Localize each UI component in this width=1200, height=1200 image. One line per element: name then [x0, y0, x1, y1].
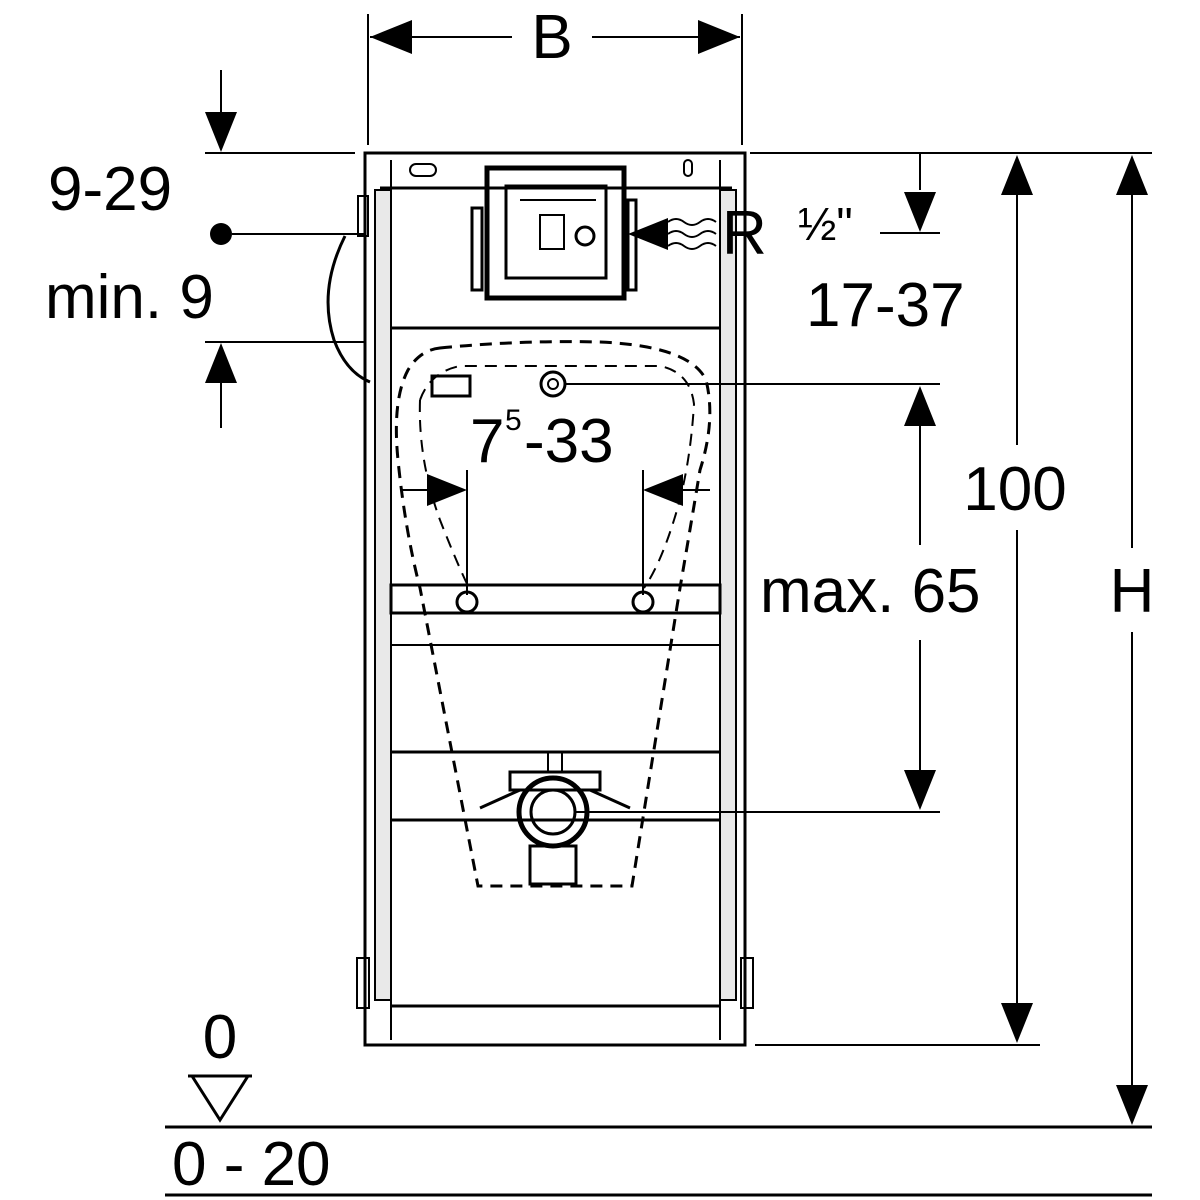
water-wave-1: [667, 218, 717, 226]
drain-max-arrow-top: [904, 386, 936, 426]
drain-max-label: max. 65: [760, 557, 981, 626]
valve-connector: [574, 225, 596, 247]
fixing-bolt-left: [455, 590, 479, 614]
top-slot-right: [683, 159, 693, 177]
drain-bracket: [508, 770, 602, 792]
urinal-inner-dashed: [418, 365, 696, 591]
urinal-side-curve: [326, 235, 371, 384]
frame-outline: [363, 151, 747, 1047]
mount-distance-dimension: 100: [755, 155, 1067, 1046]
width-arrow-left: [370, 20, 412, 54]
drain-assembly: [479, 751, 940, 886]
supply-box-left-tab: [470, 206, 484, 292]
left-rail: [374, 189, 392, 1001]
span-base: 7: [470, 407, 504, 476]
top-offset-arrow-down: [205, 112, 237, 152]
flush-inlet-inner: [547, 378, 559, 390]
supply-box-outer: [484, 165, 627, 301]
installation-frame: [356, 151, 754, 1047]
drain-strut-right: [589, 788, 631, 810]
right-rail: [719, 189, 737, 1001]
valve-body: [539, 214, 565, 250]
height-dimension: H: [1110, 155, 1155, 1125]
top-min-label: min. 9: [45, 263, 214, 332]
width-arrow-right: [698, 20, 740, 54]
mount-arrow-top: [1001, 155, 1033, 195]
mid-cross-bar: [389, 583, 722, 615]
outlet-span-dimension: 7 5 -33: [400, 404, 710, 614]
urinal-outline: [326, 235, 940, 888]
span-superscript: 5: [505, 404, 522, 437]
mount-arrow-bottom: [1001, 1003, 1033, 1043]
span-arrow-right: [643, 474, 683, 506]
height-arrow-bottom: [1116, 1085, 1148, 1125]
fixing-bolt-right: [631, 590, 655, 614]
floor-zero-label: 0: [203, 1003, 237, 1072]
water-inlet-arrow: [628, 218, 668, 250]
top-offset-dimension: 9-29 min. 9: [45, 70, 430, 428]
water-supply-box: [470, 165, 717, 301]
right-foot-clamp: [740, 957, 754, 1009]
drain-max-dimension: max. 65: [760, 386, 981, 810]
height-arrow-top: [1116, 155, 1148, 195]
thread-size: ½": [798, 198, 853, 250]
water-wave-2: [667, 230, 717, 238]
water-height-label: 17-37: [806, 271, 965, 340]
width-dimension: B: [367, 3, 743, 145]
left-top-bracket: [357, 195, 369, 237]
min-arrow-up: [205, 343, 237, 383]
floor-reference: 0 0 - 20: [165, 1003, 1152, 1199]
floor-range-label: 0 - 20: [172, 1130, 331, 1199]
drain-pipe: [528, 844, 578, 886]
thread-height-arrow: [904, 192, 936, 232]
top-slot-left: [409, 163, 437, 177]
width-label: B: [531, 3, 572, 72]
supply-box-right-tab: [626, 198, 638, 292]
top-offset-label: 9-29: [48, 155, 172, 224]
mount-distance-label: 100: [963, 455, 1066, 524]
urinal-outer-dashed: [394, 340, 712, 888]
flush-bracket: [430, 374, 472, 398]
water-wave-3: [667, 242, 717, 250]
drain-strut-left: [479, 788, 521, 810]
span-rest: -33: [524, 407, 614, 476]
supply-box-inner: [504, 184, 608, 280]
height-label: H: [1110, 557, 1155, 626]
left-foot-clamp: [356, 957, 370, 1009]
floor-marker-triangle: [189, 1074, 251, 1123]
reference-dot: [210, 223, 232, 245]
water-connection-labels: R ½" 17-37: [722, 152, 1152, 340]
thread-letter: R: [722, 199, 767, 268]
drain-max-arrow-bottom: [904, 770, 936, 810]
span-arrow-left: [427, 474, 467, 506]
